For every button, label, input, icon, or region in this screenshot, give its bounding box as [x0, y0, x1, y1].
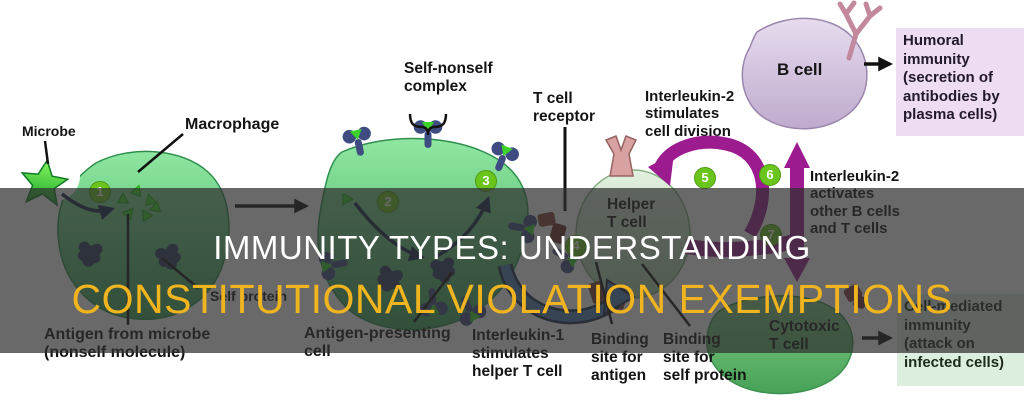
b-cell-antibody-icon: [837, 0, 883, 61]
microbe-label: Microbe: [22, 123, 76, 139]
il2-stimulates-label: Interleukin-2 stimulates cell division: [645, 88, 735, 140]
self-nonself-brace: [408, 113, 448, 136]
b-cell: [741, 17, 868, 130]
humoral-immunity-box: Humoral immunity (secretion of antibodie…: [896, 28, 1024, 136]
t-cell-receptor-label: T cell receptor: [533, 90, 596, 125]
helper-t-receptor-icon: [604, 135, 638, 177]
b-cell-label: B cell: [777, 60, 823, 79]
step-circle-6: 6: [759, 164, 781, 186]
banner-title-line1: IMMUNITY TYPES: UNDERSTANDING: [213, 229, 811, 266]
banner-overlay: [0, 188, 1024, 353]
macrophage-label: Macrophage: [185, 116, 280, 133]
banner-title-line2: CONSTITUTIONAL VIOLATION EXEMPTIONS: [71, 276, 953, 322]
self-nonself-complex-label: Self-nonself complex: [404, 60, 493, 95]
step-circle-5: 5: [694, 167, 716, 189]
step-circle-3: 3: [475, 170, 497, 192]
